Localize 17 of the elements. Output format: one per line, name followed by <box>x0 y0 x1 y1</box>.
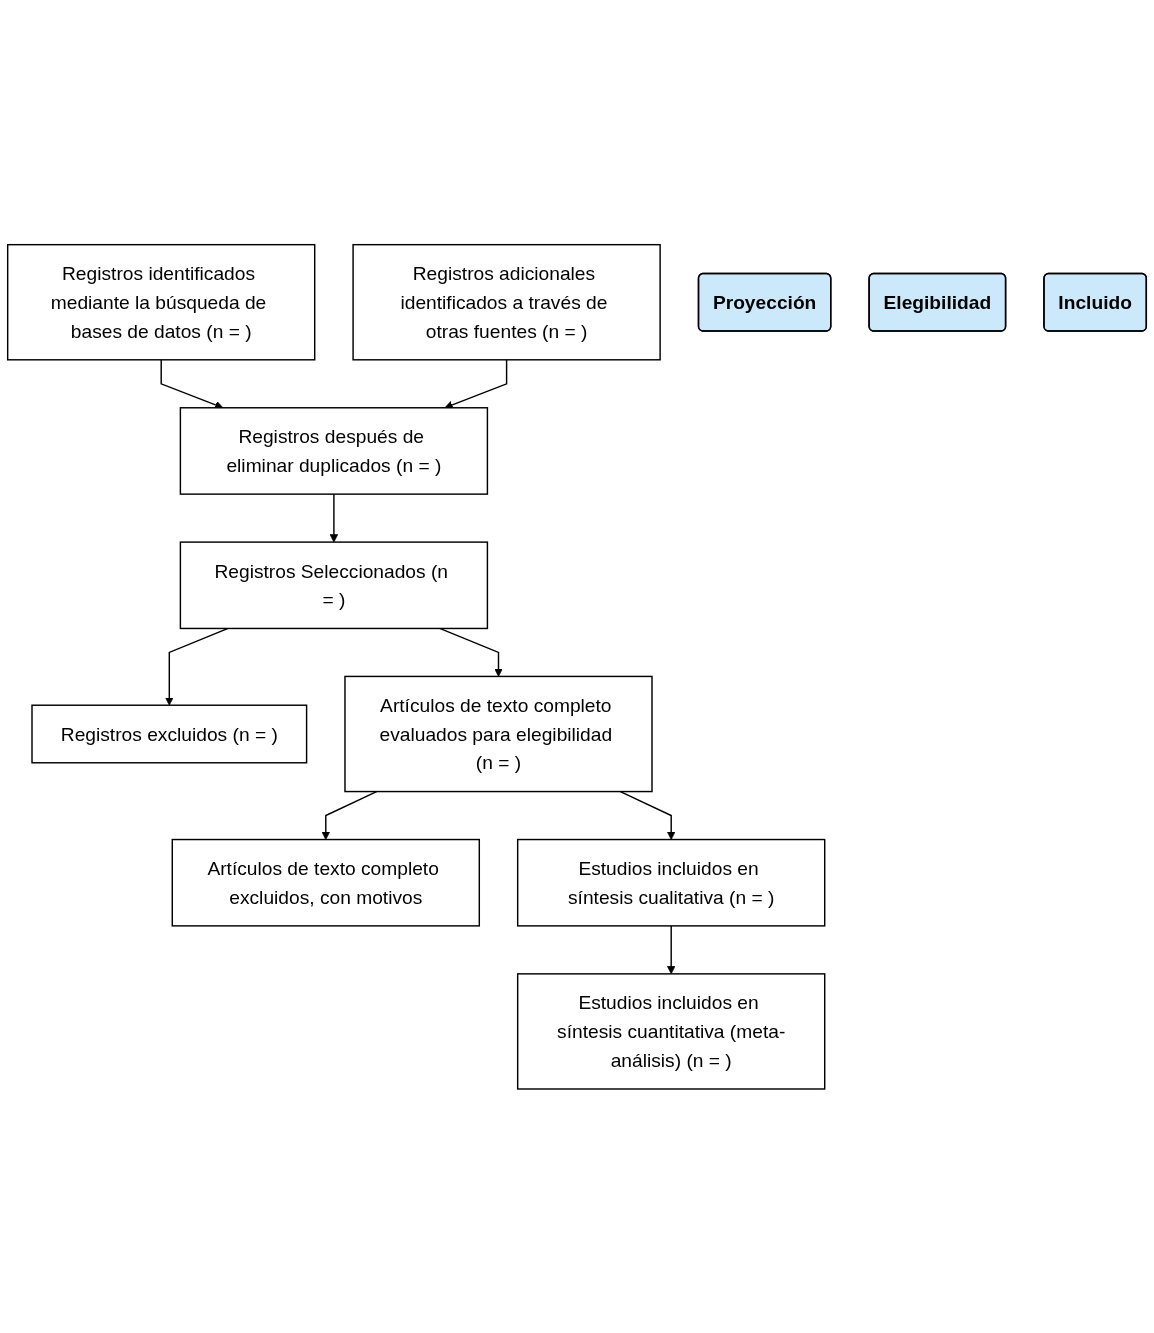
node-box <box>171 838 481 927</box>
arrow <box>444 358 508 409</box>
node-box <box>31 704 308 764</box>
node-box <box>516 838 826 927</box>
node-box <box>6 243 316 361</box>
arrow <box>165 627 229 706</box>
node-box <box>344 675 653 792</box>
arrow <box>329 493 339 543</box>
arrow <box>321 790 378 840</box>
node-box <box>179 406 489 495</box>
arrow <box>619 790 676 840</box>
node-box <box>352 243 661 361</box>
arrow <box>666 924 676 974</box>
arrow <box>160 358 224 409</box>
node-box <box>516 972 826 1090</box>
arrow <box>439 627 503 677</box>
node-box <box>179 541 489 629</box>
